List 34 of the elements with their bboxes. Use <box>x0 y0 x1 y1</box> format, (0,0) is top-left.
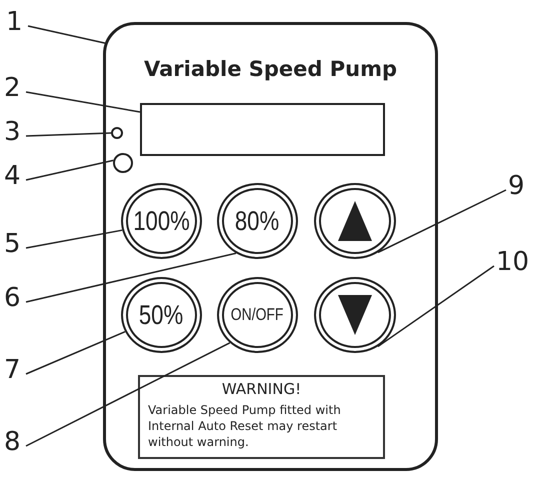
callout-number: 7 <box>4 356 24 384</box>
warning-heading: WARNING! <box>220 380 302 398</box>
leader-line <box>26 252 236 303</box>
round-button <box>314 277 396 353</box>
leader-line <box>26 330 126 375</box>
round-button: 50% <box>121 277 202 353</box>
callout-number: 1 <box>6 8 26 36</box>
callout-number: 9 <box>508 172 528 200</box>
leader-line <box>26 132 112 137</box>
callout-number: 6 <box>4 284 24 312</box>
leader-line <box>378 189 506 254</box>
callout-number: 2 <box>4 74 24 102</box>
leader-line <box>26 91 140 113</box>
leader-line <box>28 25 106 44</box>
round-button: 100% <box>121 183 202 259</box>
warning-text: Variable Speed Pump fitted with Internal Auto Reset may restart without warning. <box>148 402 342 450</box>
leader-line <box>26 229 122 249</box>
callout-number: 4 <box>4 162 24 190</box>
callout-number: 10 <box>496 248 530 276</box>
indicator-light <box>113 153 133 173</box>
callout-number: 3 <box>4 118 24 146</box>
leader-line <box>26 160 114 181</box>
round-button: 80% <box>217 183 298 259</box>
panel-title: Variable Speed Pump <box>142 57 398 81</box>
round-button <box>314 183 396 259</box>
leader-line <box>378 265 494 348</box>
leader-line <box>26 342 230 447</box>
control-panel <box>103 22 438 471</box>
callout-number: 8 <box>4 428 24 456</box>
indicator-light <box>111 127 123 139</box>
warning-label <box>138 375 385 459</box>
display-screen <box>140 103 385 156</box>
round-button: ON/OFF <box>217 277 298 353</box>
callout-number: 5 <box>4 230 24 258</box>
